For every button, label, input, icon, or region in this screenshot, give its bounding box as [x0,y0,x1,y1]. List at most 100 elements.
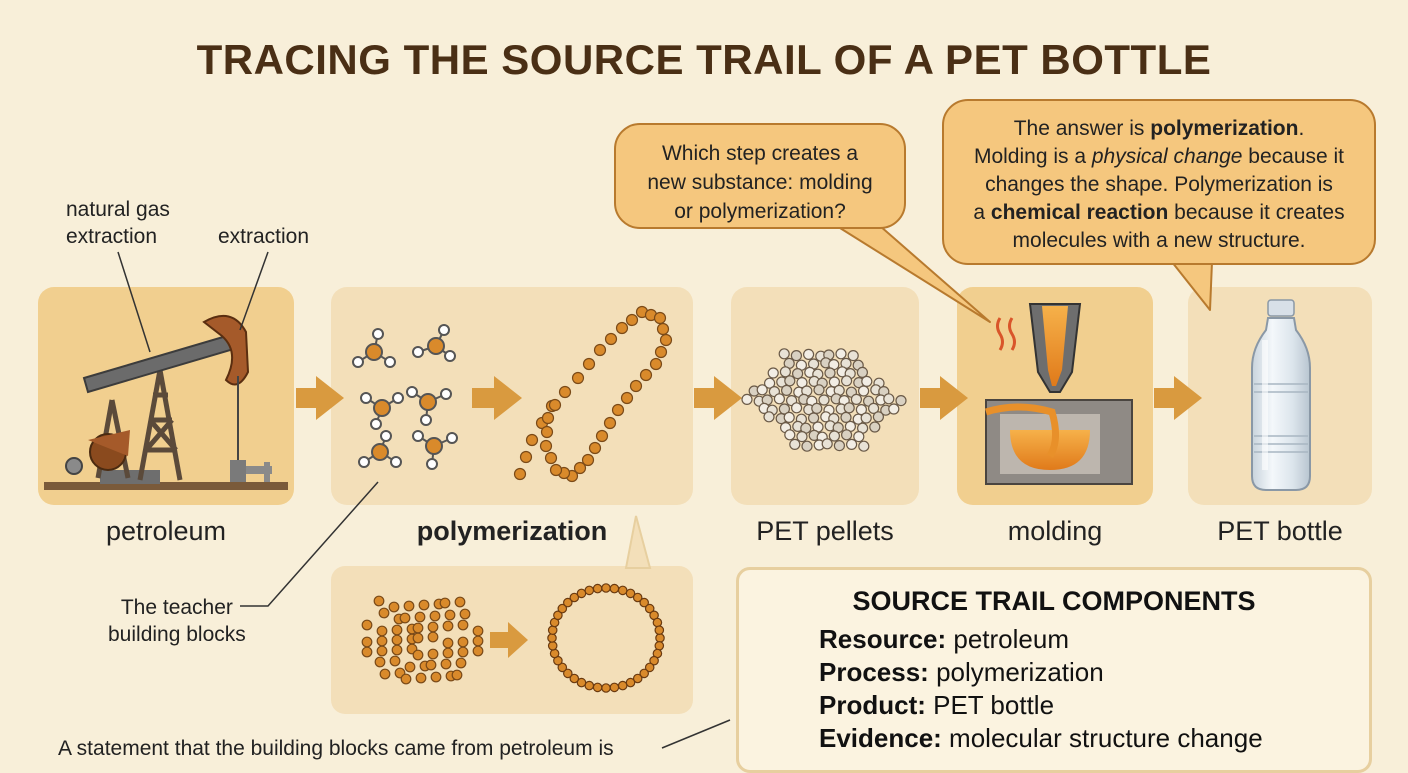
pellet [867,402,880,414]
zoom-ring-bead [584,585,595,596]
arrow-zoom [490,622,528,658]
answer-text: The answer is [1013,117,1151,140]
page-title: TRACING THE SOURCE TRAIL OF A PET BOTTLE [196,36,1212,83]
zoom-monomer-dot [399,612,411,624]
zoom-ring-bead [652,617,663,628]
zoom-monomer-dot [403,600,415,612]
question-line: Which step creates a [661,142,859,165]
zoom-ring-bead [644,603,655,614]
answer-highlight: polymerization [1150,117,1299,140]
zoom-monomer-dot [457,619,469,631]
zoom-ring-bead [644,662,655,673]
zoom-monomer-dot [374,656,386,668]
zoom-monomer-dot [414,611,426,623]
monomer [412,324,456,362]
flow-arrows [296,376,1202,658]
pellet [779,366,792,378]
pellet [818,394,830,406]
pellet [872,411,885,423]
component-row-resource: Resource: petroleum [819,624,1069,654]
zoom-monomer-dot [457,636,469,648]
polymer-bead [654,345,668,359]
pellet [784,375,796,387]
zoom-ring-bead [592,682,603,693]
pellet [789,438,801,450]
zoom-ring-bead [569,673,580,684]
answer-text: because it [1242,145,1345,168]
pellet [767,367,779,379]
zoom-monomer-dot [391,624,403,636]
zoom-ring-bead [649,655,659,666]
zoom-monomer-dot [376,635,388,647]
zoom-ring-bead [547,625,558,635]
zoom-monomer-dot [440,658,452,670]
zoom-monomer-dot [418,599,430,611]
pellet [796,431,808,443]
zoom-monomer-dot [361,619,373,631]
zoom-monomer-dot [391,644,403,656]
zoom-monomer-dot [427,621,439,633]
polymer-bead [571,371,585,385]
component-row-evidence: Evidence: molecular structure change [819,723,1263,753]
zoom-monomer-dot [472,645,484,657]
zoom-monomer-dot [442,637,454,649]
zoom-ring-bead [584,680,595,691]
zoom-monomer-dot [472,625,484,637]
pellet [780,384,793,396]
zoom-monomer-dot [373,595,385,607]
zoom-ring-bead [625,588,636,599]
pellet [796,377,808,389]
stage-label-petroleum: petroleum [105,516,227,546]
zoom-ring-bead [654,640,665,651]
pellet [861,375,873,387]
answer-text: because it creates [1168,201,1345,224]
polymer-bead [625,313,639,327]
pellet [833,440,846,452]
pellet [840,429,853,441]
stage-label-polymerization: polymerization [416,516,608,546]
zoom-monomer-dot [400,673,412,685]
zoom-monomer-dot [412,632,424,644]
polymer-bead [582,357,596,371]
zoom-ring-bead [632,673,643,684]
pet-bottle-illustration [1251,299,1311,491]
zoom-monomer-dot [391,634,403,646]
pellet [741,393,753,405]
pellet [813,384,825,396]
leader-footer [661,719,731,749]
answer-bubble: The answer is polymerization. Molding is… [942,99,1376,265]
zoom-monomer-dot [442,620,454,632]
extraction-note: extraction [218,225,310,248]
zoom-monomer-dot [427,631,439,643]
polymer-bead [639,368,653,382]
zoom-monomer-dot [389,655,401,667]
zoom-ring-bead [569,592,580,603]
pellet [835,348,847,360]
polymer-bead [595,429,609,443]
monomer [360,392,404,430]
answer-text: Molding is a [973,145,1092,168]
leader-natural-gas [117,251,151,353]
monomer [352,328,396,368]
stage-label-pet-bottle: PET bottle [1217,516,1343,546]
pellet [802,348,815,360]
pellet [811,402,823,414]
polymer-bead [558,385,572,399]
zoom-monomer-dot [404,661,416,673]
zoom-ring-bead [549,648,560,659]
pellet [857,385,870,397]
polymer-bead [629,379,643,393]
pellet [855,404,868,416]
zoom-ring-bead [557,603,568,614]
pellet [783,411,795,423]
polymer-chain [513,305,673,483]
zoom-monomer-dot [429,610,441,622]
zoom-ring-bead [655,633,665,643]
component-row-process: Process: polymerization [819,657,1104,687]
pellet [858,440,870,452]
teacher-note: The teacher building blocks [108,596,246,646]
zoom-ring-bead [617,680,628,691]
polymer-bead [573,461,587,475]
polymer-bead [540,425,554,439]
zoom-monomer-dot [412,622,424,634]
